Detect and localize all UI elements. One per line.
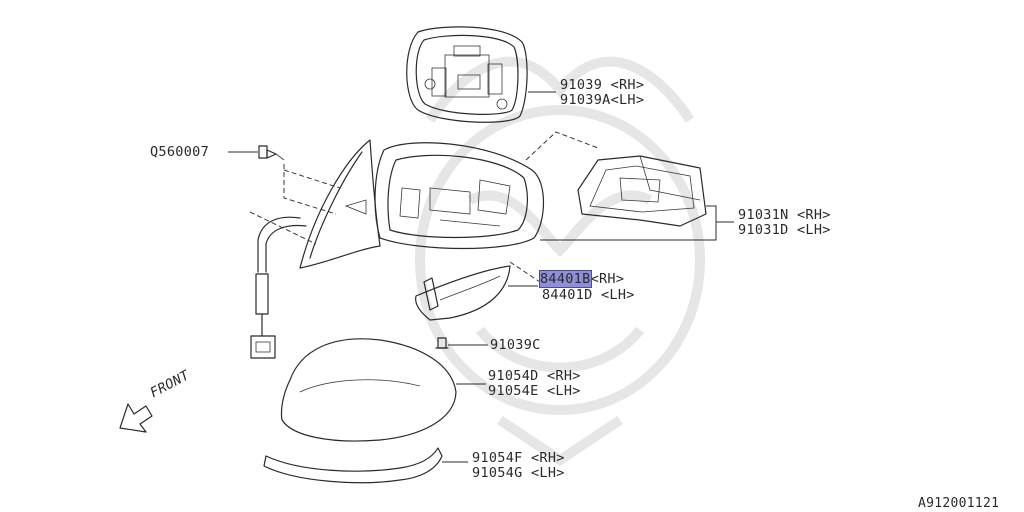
watermark-emblem (415, 56, 705, 467)
callout-mirror-body-lh: 91031D <LH> (738, 222, 831, 238)
callout-mirror-body-rh: 91031N <RH> (738, 207, 831, 223)
callout-garnish-lh: 91054G <LH> (472, 465, 565, 481)
front-arrow-icon (119, 403, 153, 433)
callout-cover-rh: 91054D <RH> (488, 368, 581, 384)
guide-dash-5 (509, 261, 541, 283)
callout-bolt: Q560007 (150, 144, 209, 160)
leader-mirror-body (540, 205, 734, 241)
callout-screw: 91039C (490, 337, 541, 353)
callout-turn-lamp-lh: 84401D <LH> (542, 287, 635, 303)
callout-mirror-glass-rh: 91039 <RH> (560, 77, 645, 93)
guide-dash-4 (525, 131, 599, 161)
guide-dash-2 (283, 169, 341, 189)
callout-mirror-glass-lh: 91039A<LH> (560, 92, 645, 108)
callout-turn-lamp-rh: 84401B<RH> (539, 270, 625, 288)
mirror-glass-part (406, 26, 528, 123)
bolt-part (228, 145, 285, 161)
mirror-body-part (374, 142, 544, 250)
mirror-cover-part (280, 338, 457, 442)
garnish-strip-part (263, 447, 443, 484)
guide-dash-1 (283, 164, 337, 215)
actuator-motor-part (577, 155, 707, 227)
screw-part (435, 337, 488, 349)
callout-cover-lh: 91054E <LH> (488, 383, 581, 399)
turn-lamp-part (415, 265, 511, 321)
highlighted-part-number[interactable]: 84401B (539, 270, 592, 288)
mirror-base-bracket (299, 139, 381, 269)
callout-garnish-rh: 91054F <RH> (472, 450, 565, 466)
figure-id: A912001121 (918, 496, 1000, 511)
wire-harness (250, 216, 307, 359)
callout-turn-lamp-rh-suffix: <RH> (590, 271, 625, 287)
